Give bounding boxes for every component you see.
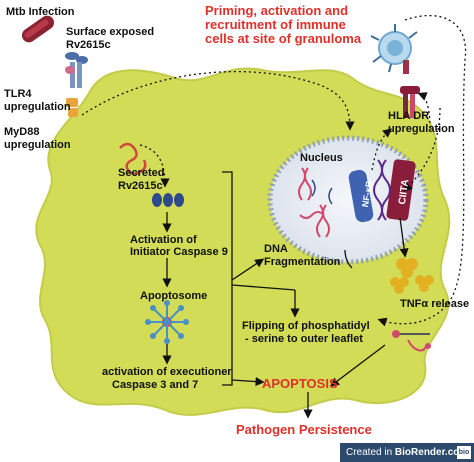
- biorender-badge: bio: [457, 446, 471, 459]
- biorender-footer[interactable]: Created in BioRender.com bio: [340, 443, 474, 462]
- nucleus-icon: [267, 135, 429, 265]
- footer-prefix: Created in: [346, 447, 395, 458]
- label-activation-caspase: Activation of: [130, 234, 197, 246]
- phosphatidylserine-icon: [392, 330, 431, 352]
- label-executioner: activation of executioner: [102, 366, 232, 378]
- label-surface-exposed: Surface exposed: [66, 26, 155, 38]
- label-priming-line3: cells at site of granuloma: [205, 31, 362, 46]
- label-priming-line1: Priming, activation and: [205, 3, 349, 18]
- immune-cell-icon: [370, 24, 418, 74]
- label-secreted-protein: Rv2615c: [118, 180, 163, 192]
- label-apoptosis: APOPTOSIS: [262, 376, 338, 391]
- label-nucleus: Nucleus: [300, 152, 343, 164]
- label-surface-exposed-protein: Rv2615c: [66, 39, 111, 51]
- label-tnf-release: TNFα release: [400, 298, 470, 310]
- myd88-icon: [66, 98, 78, 117]
- pathway-arrows: [162, 171, 409, 419]
- label-mtb-infection: Mtb Infection: [6, 6, 75, 18]
- footer-brand: BioRender.com: [394, 447, 469, 458]
- mtb-bacillus-icon: [21, 15, 55, 43]
- rv2615c-molecules-icon: [152, 193, 184, 207]
- label-tlr4-upregulation: upregulation: [4, 101, 71, 113]
- secreted-rv2615c-icon: [119, 142, 147, 175]
- label-dna-fragmentation: Fragmentation: [264, 256, 341, 268]
- label-secreted: Secreted: [118, 167, 165, 179]
- label-apoptosome: Apoptosome: [140, 290, 208, 302]
- label-caspase-3-7: Caspase 3 and 7: [112, 379, 199, 391]
- label-tlr4: TLR4: [4, 88, 32, 100]
- label-myd88-upregulation: upregulation: [4, 139, 71, 151]
- label-initiator-caspase-9: Initiator Caspase 9: [130, 246, 228, 258]
- tnf-alpha-icon: [390, 258, 434, 294]
- label-hla-dr-upregulation: upregulation: [388, 123, 455, 135]
- label-flipping-outer-leaflet: - serine to outer leaflet: [245, 333, 363, 345]
- tlr4-receptor-icon: [65, 52, 88, 88]
- label-pathogen-persistence: Pathogen Persistence: [236, 422, 372, 437]
- label-priming-line2: recruitment of immune: [205, 17, 346, 32]
- label-myd88: MyD88: [4, 126, 40, 138]
- label-dna: DNA: [264, 243, 288, 255]
- signal-paths: [81, 14, 467, 327]
- apoptosome-icon: [145, 300, 189, 344]
- label-flipping: Flipping of phosphatidyl: [242, 320, 370, 332]
- label-hla-dr: HLA DR: [388, 110, 430, 122]
- hla-dr-receptor-icon: [400, 86, 420, 118]
